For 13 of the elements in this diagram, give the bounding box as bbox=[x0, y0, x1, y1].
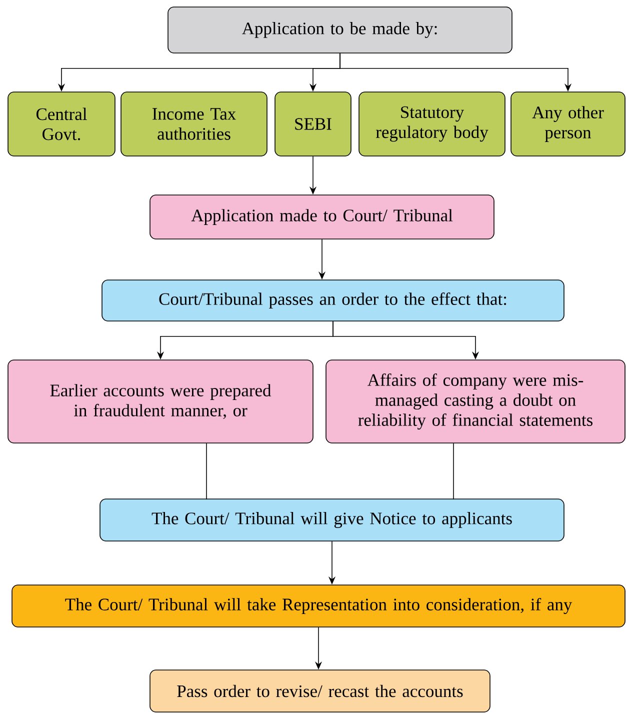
process-box: Application made to Court/ Tribunal bbox=[150, 194, 494, 240]
process-box: The Court/ Tribunal will take Representation into consideration, if any bbox=[12, 584, 626, 628]
process-box: Application to be made by: bbox=[168, 6, 512, 54]
process-box: Income Tax authorities bbox=[120, 92, 268, 156]
process-box: Statutory regulatory body bbox=[358, 92, 506, 156]
process-box: Any other person bbox=[510, 92, 626, 156]
process-box: Pass order to revise/ recast the accounts bbox=[150, 670, 490, 712]
process-box: Affairs of company were mis-managed casting a doubt on reliability of financial statements bbox=[326, 360, 626, 444]
process-box: SEBI bbox=[274, 92, 352, 156]
process-box: Earlier accounts were prepared in fraudulent manner, or bbox=[8, 360, 314, 444]
process-box: Central Govt. bbox=[8, 92, 116, 156]
process-box: Court/Tribunal passes an order to the effect that: bbox=[102, 280, 564, 322]
process-box: The Court/ Tribunal will give Notice to applicants bbox=[100, 498, 564, 542]
